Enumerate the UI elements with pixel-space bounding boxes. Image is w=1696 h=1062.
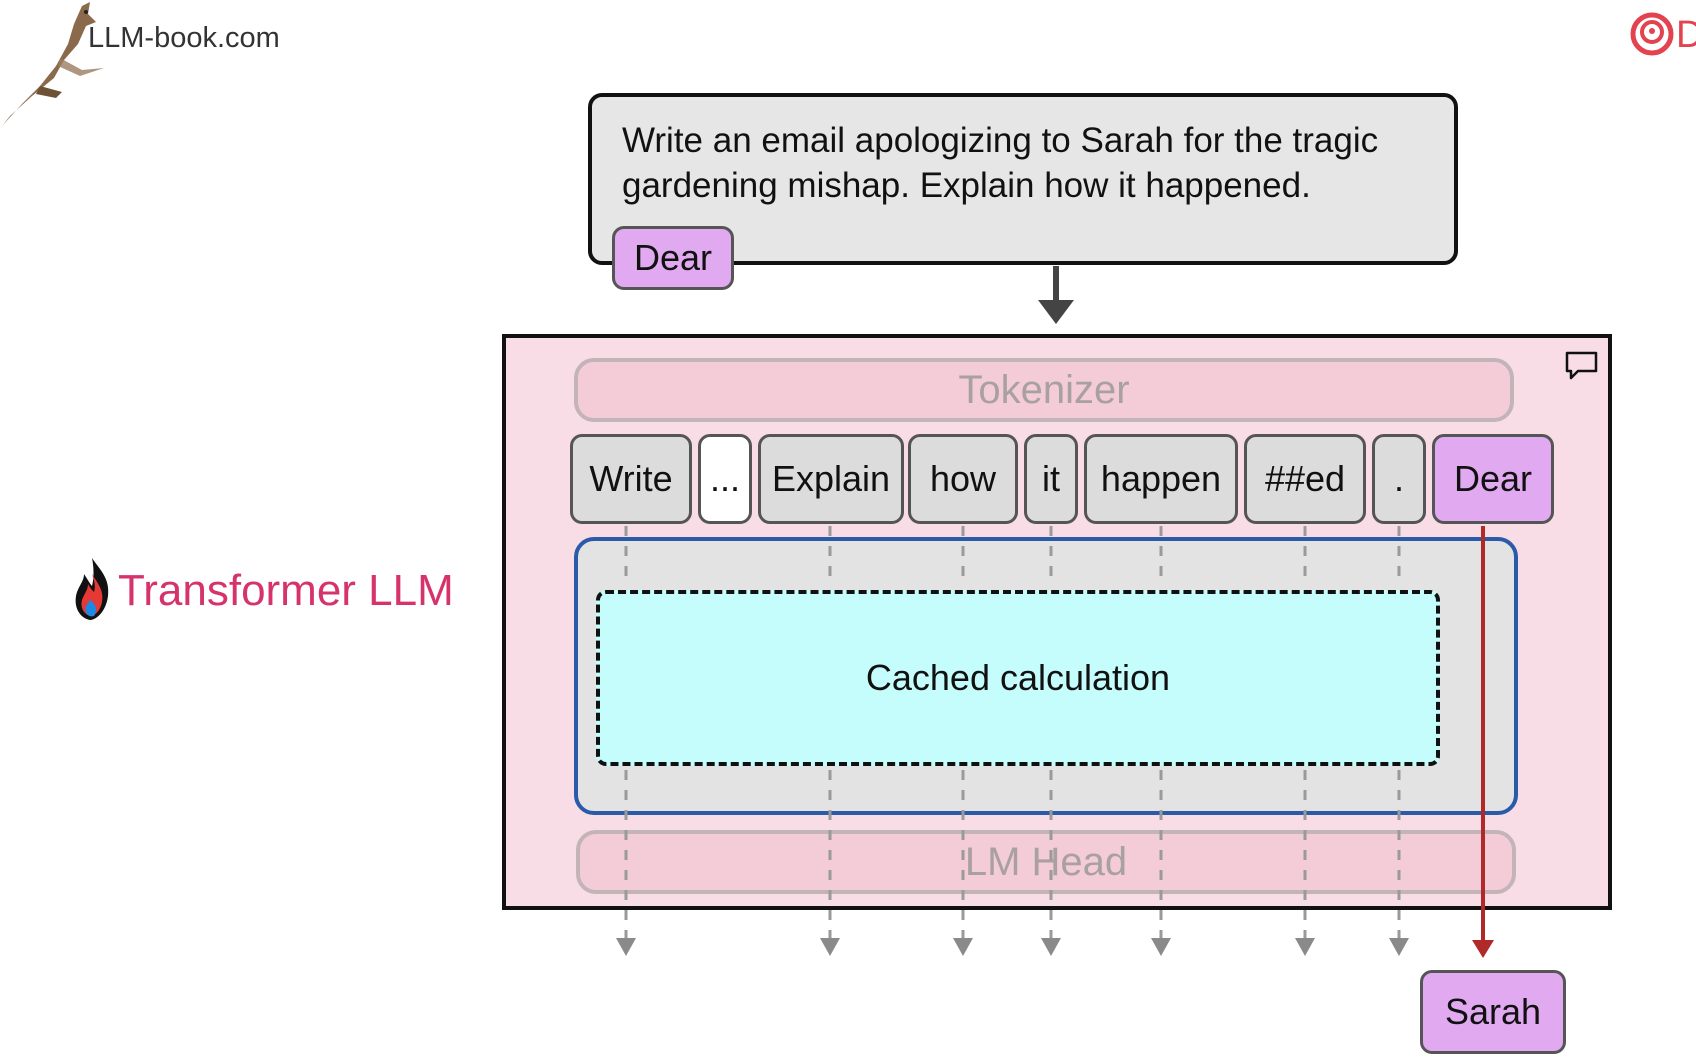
flame-icon: [75, 558, 109, 620]
kangaroo-logo-icon: [2, 2, 104, 126]
generated-token-dear: Dear: [612, 226, 734, 290]
prompt-to-model-arrow-head: [1038, 300, 1074, 324]
arrowhead-how: [953, 938, 973, 956]
prompt-line-2: gardening mishap. Explain how it happene…: [622, 166, 1311, 205]
arrowhead-it: [1041, 938, 1061, 956]
cached-calculation-box: Cached calculation: [596, 590, 1440, 766]
arrowhead-period: [1389, 938, 1409, 956]
token-period: .: [1372, 434, 1426, 524]
token-happen: happen: [1084, 434, 1238, 524]
prompt-text: Write an email apologizing to Sarah for …: [622, 118, 1422, 208]
speech-bubble-icon[interactable]: [1564, 350, 1600, 382]
target-icon: [1630, 12, 1674, 56]
model-label: Transformer LLM: [118, 566, 454, 615]
token-write: Write: [570, 434, 692, 524]
token-it: it: [1024, 434, 1078, 524]
red-arrow-head: [1472, 940, 1494, 958]
output-token-sarah: Sarah: [1420, 970, 1566, 1054]
token-ed: ##ed: [1244, 434, 1366, 524]
token-explain: Explain: [758, 434, 904, 524]
corner-text: D: [1676, 14, 1696, 56]
site-label[interactable]: LLM-book.com: [88, 22, 280, 54]
arrowhead-happen: [1151, 938, 1171, 956]
prompt-line-1: Write an email apologizing to Sarah for …: [622, 121, 1379, 160]
token-ellipsis: ...: [698, 434, 752, 524]
token-dear: Dear: [1432, 434, 1554, 524]
token-how: how: [908, 434, 1018, 524]
arrowhead-ed: [1295, 938, 1315, 956]
tokenizer-band: Tokenizer: [574, 358, 1514, 422]
arrowhead-write: [616, 938, 636, 956]
arrowhead-explain: [820, 938, 840, 956]
lm-head-band: LM Head: [576, 830, 1516, 894]
